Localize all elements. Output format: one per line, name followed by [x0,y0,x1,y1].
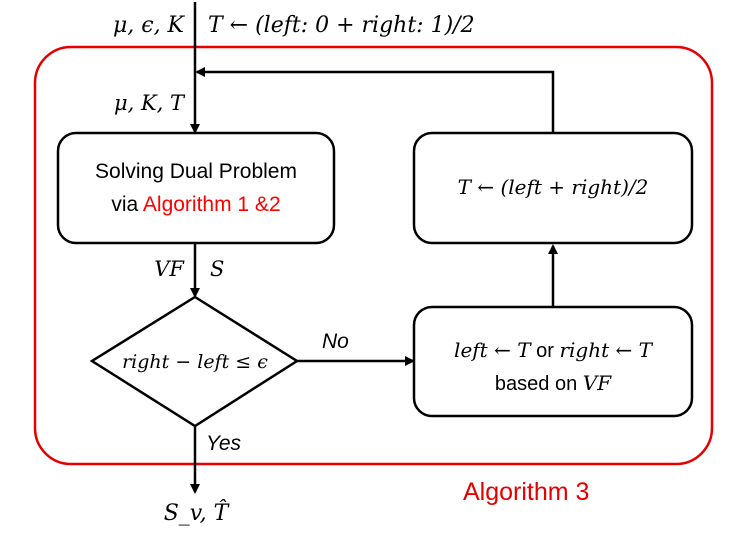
s-output-label: S [210,257,224,281]
final-outputs-label: S_v, T̂ [164,500,231,526]
algorithm-frame [33,45,714,466]
based-on-text: based on [495,373,583,395]
update-box-line1: left ← T or right ← T [454,338,654,362]
algorithm-3-label: Algorithm 3 [463,478,589,506]
loop-inputs-label: μ, K, T [114,91,186,115]
no-label: No [322,330,349,353]
solve-dual-box [56,131,336,245]
update-box-line2: based on VF [495,371,612,395]
yes-label: Yes [206,432,242,455]
algorithm-ref: Algorithm 1 &2 [143,193,281,216]
left-assign: left ← T [454,338,532,362]
input-vars-label: μ, ϵ, K [113,13,186,38]
vf-var: VF [583,371,612,395]
t-update-formula: T ← (left + right)/2 [458,175,649,199]
solve-box-line1: Solving Dual Problem [95,160,297,183]
decision-condition: right − left ≤ ϵ [122,351,268,373]
t-update-box [412,131,694,245]
solve-box-line2: via Algorithm 1 &2 [111,193,280,216]
init-t-label: T ← (left: 0 + right: 1)/2 [208,13,475,38]
or-word: or [531,340,560,362]
right-assign: right ← T [559,338,653,362]
feedback-loop-arrow [195,67,555,133]
solve-box-line2-prefix: via [111,193,143,216]
vf-output-label: VF [154,257,185,281]
